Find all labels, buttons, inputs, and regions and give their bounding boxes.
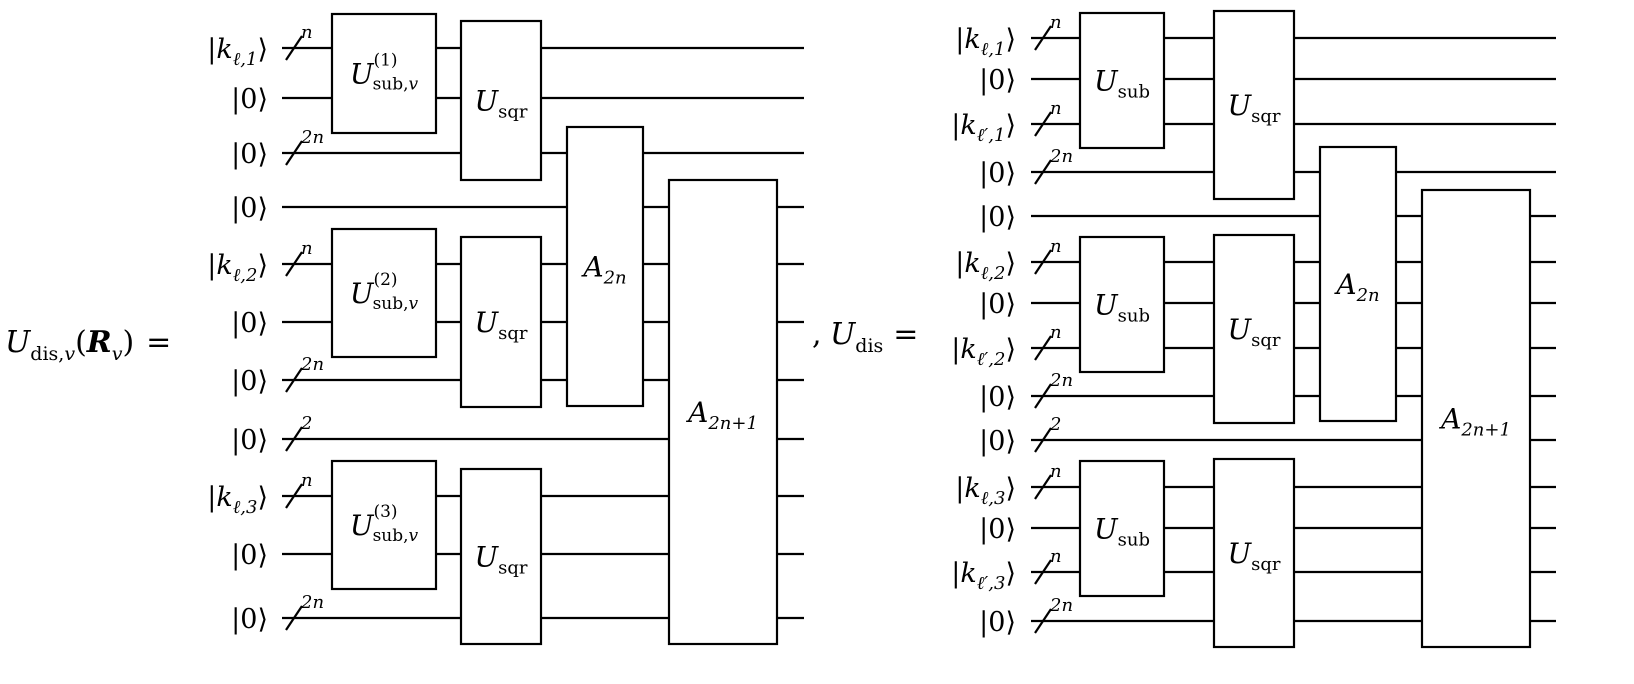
left-input-ket-7: |0⟩ [231,425,268,456]
right-gate-usqr-1-box [1212,9,1296,201]
left-gate-usub-3-box [330,459,438,591]
right-input-ket-12: |kℓ′,3⟩ [951,558,1016,594]
left-input-ket-1: |0⟩ [231,84,268,115]
right-gate-a2n1-box [1420,188,1532,649]
left-input-ket-5: |0⟩ [231,308,268,339]
left-bundle-slash-4 [285,251,303,277]
right-bundle-label-3: 2n [1049,146,1073,167]
left-bundle-slash-10 [285,605,303,631]
right-lhs-label: Udis= [830,317,918,357]
left-bundle-label-4: n [301,238,313,259]
left-gate-usqr-2-box [459,235,543,409]
right-gate-usqr-2-label: Usqr [1228,313,1281,351]
right-input-ket-2: |kℓ′,1⟩ [951,110,1016,146]
right-gate-a2n-label: A2n [1333,268,1379,306]
right-bundle-slash-7 [1034,335,1052,361]
right-input-ket-5: |kℓ,2⟩ [955,248,1016,284]
left-gate-usub-2-label: U(2)sub,v [350,270,419,314]
left-input-ket-10: |0⟩ [231,604,268,635]
right-input-ket-6: |0⟩ [979,289,1016,320]
left-gate-a2n-box [565,125,645,408]
right-gate-usqr-2-box [1212,233,1296,425]
right-bundle-label-5: n [1050,236,1062,257]
left-bundle-slash-6 [285,367,303,393]
right-gate-usub-1-box [1078,11,1166,150]
right-gate-a2n-box [1318,145,1398,423]
right-input-ket-13: |0⟩ [979,607,1016,638]
left-lhs-label: Udis,v(Rv)= [5,325,171,365]
left-gate-usqr-3-box [459,467,543,646]
left-gate-usub-3-label: U(3)sub,v [350,502,419,546]
left-input-ket-3: |0⟩ [231,193,268,224]
right-input-ket-7: |kℓ′,2⟩ [951,334,1016,370]
left-gate-a2n-label: A2n [580,251,626,289]
right-gate-usqr-3-box [1212,457,1296,649]
left-input-ket-2: |0⟩ [231,139,268,170]
right-input-ket-4: |0⟩ [979,202,1016,233]
left-bundle-label-0: n [301,22,313,43]
left-gate-usub-1-label: U(1)sub,v [350,51,419,95]
right-bundle-slash-8 [1034,383,1052,409]
right-gate-usub-1-label: Usub [1094,65,1150,103]
left-gate-usqr-2-label: Usqr [475,306,528,344]
right-bundle-label-10: n [1050,461,1062,482]
right-bundle-slash-10 [1034,474,1052,500]
left-bundle-label-6: 2n [300,354,324,375]
right-bundle-slash-3 [1034,159,1052,185]
left-input-ket-9: |0⟩ [231,540,268,571]
left-bundle-slash-2 [285,140,303,166]
left-gate-usub-1-box [330,12,438,135]
right-bundle-label-13: 2n [1049,595,1073,616]
right-bundle-slash-9 [1034,427,1052,453]
left-bundle-label-7: 2 [300,413,312,434]
left-gate-usqr-1-box [459,19,543,182]
right-bundle-label-7: n [1050,322,1062,343]
left-gate-usqr-1-label: Usqr [475,85,528,123]
right-bundle-label-9: 2 [1049,414,1061,435]
right-bundle-label-0: n [1050,12,1062,33]
left-gate-a2n1-box [667,178,779,646]
left-gate-usqr-3-label: Usqr [475,541,528,579]
left-input-ket-4: |kℓ,2⟩ [207,250,268,286]
right-gate-usqr-3-label: Usqr [1228,537,1281,575]
right-input-ket-3: |0⟩ [979,158,1016,189]
right-gate-usub-3-label: Usub [1094,513,1150,551]
left-bundle-slash-8 [285,483,303,509]
right-gate-usqr-1-label: Usqr [1228,89,1281,127]
left-bundle-label-10: 2n [300,592,324,613]
labels-layer: Udis,v(Rv)= , Udis= |kℓ,1⟩n|0⟩|0⟩2n|0⟩|k… [5,12,1073,638]
right-input-ket-11: |0⟩ [979,514,1016,545]
gates-layer: U(1)sub,vU(2)sub,vU(3)sub,vUsqrUsqrUsqrA… [330,9,1532,649]
right-gate-usub-2-label: Usub [1094,289,1150,327]
right-bundle-label-12: n [1050,546,1062,567]
right-bundle-slash-12 [1034,559,1052,585]
right-gate-usub-2-box [1078,235,1166,374]
left-input-ket-8: |kℓ,3⟩ [207,482,268,518]
right-bundle-slash-5 [1034,249,1052,275]
right-bundle-label-8: 2n [1049,370,1073,391]
left-bundle-label-2: 2n [300,127,324,148]
left-bundle-slash-7 [285,426,303,452]
right-bundle-label-2: n [1050,98,1062,119]
left-bundle-slash-0 [285,35,303,61]
right-bundle-slash-0 [1034,25,1052,51]
left-gate-usub-2-box [330,227,438,359]
left-input-ket-0: |kℓ,1⟩ [207,34,268,70]
left-input-ket-6: |0⟩ [231,366,268,397]
right-input-ket-10: |kℓ,3⟩ [955,473,1016,509]
right-input-ket-1: |0⟩ [979,65,1016,96]
right-input-ket-0: |kℓ,1⟩ [955,24,1016,60]
left-bundle-label-8: n [301,470,313,491]
right-gate-a2n1-label: A2n+1 [1438,403,1511,441]
right-input-ket-9: |0⟩ [979,426,1016,457]
right-bundle-slash-2 [1034,111,1052,137]
right-input-ket-8: |0⟩ [979,382,1016,413]
separator-comma: , [812,317,822,352]
right-gate-usub-3-box [1078,459,1166,598]
left-gate-a2n1-label: A2n+1 [685,396,758,434]
right-bundle-slash-13 [1034,608,1052,634]
